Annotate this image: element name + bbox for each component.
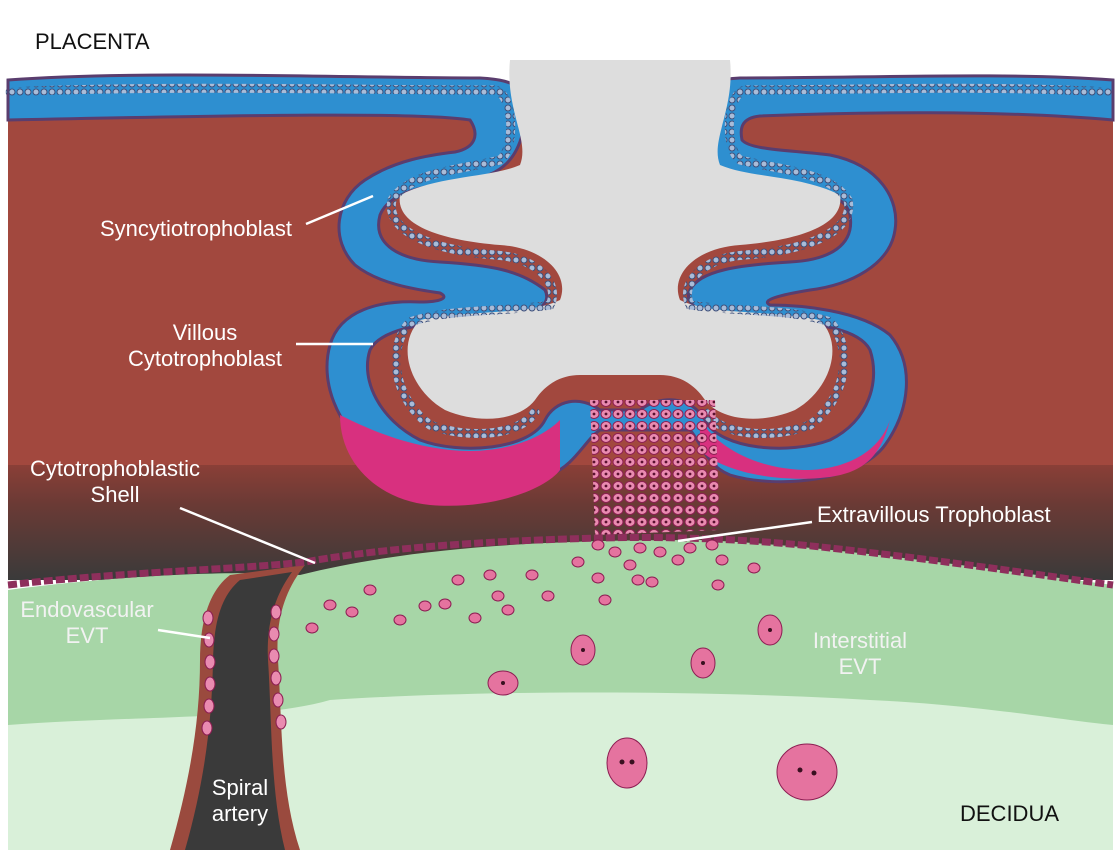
interstitial-evt-line2: EVT (790, 654, 930, 680)
villous-cytotrophoblast-line2: Cytotrophoblast (105, 346, 305, 372)
interstitial-evt-line1: Interstitial (790, 628, 930, 654)
extravillous-trophoblast-label: Extravillous Trophoblast (817, 502, 1051, 528)
cytotrophoblastic-shell-line2: Shell (5, 482, 225, 508)
spiral-artery-label: Spiral artery (195, 775, 285, 827)
villous-cytotrophoblast-line1: Villous (105, 320, 305, 346)
cytotrophoblastic-shell-line1: Cytotrophoblastic (5, 456, 225, 482)
endovascular-evt-line2: EVT (2, 623, 172, 649)
extravillous-trophoblast-column (590, 400, 720, 535)
endovascular-evt-line1: Endovascular (2, 597, 172, 623)
villous-cytotrophoblast-label: Villous Cytotrophoblast (105, 320, 305, 372)
placenta-label: PLACENTA (35, 29, 150, 55)
cytotrophoblastic-shell-label: Cytotrophoblastic Shell (5, 456, 225, 508)
decidua-label: DECIDUA (960, 801, 1059, 827)
spiral-artery-line1: Spiral (195, 775, 285, 801)
syncytiotrophoblast-label: Syncytiotrophoblast (100, 216, 292, 242)
endovascular-evt-label: Endovascular EVT (2, 597, 172, 649)
spiral-artery-line2: artery (195, 801, 285, 827)
interstitial-evt-label: Interstitial EVT (790, 628, 930, 680)
